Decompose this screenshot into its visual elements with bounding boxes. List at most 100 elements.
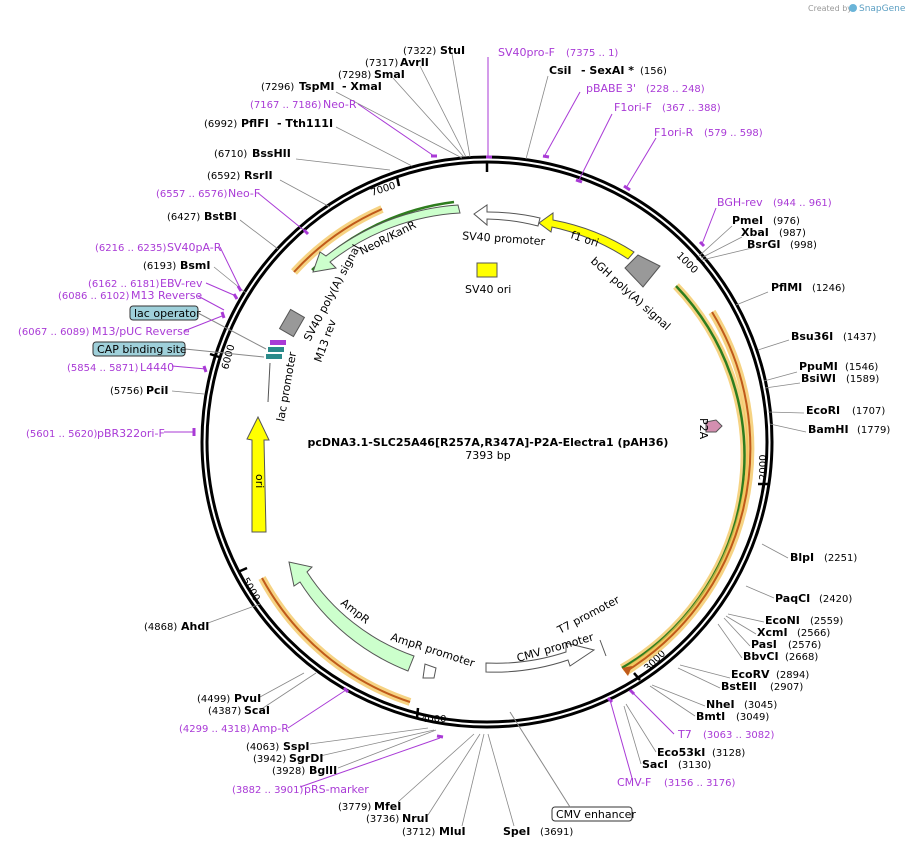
- bbvci-pos: (2668): [785, 652, 818, 663]
- sspi-name: SspI: [283, 740, 309, 753]
- ampr-primer-name: Amp-R: [252, 722, 289, 735]
- f1orir-range: (579 .. 598): [704, 128, 763, 139]
- m13-rev-bar: [270, 340, 286, 345]
- credit-brand: SnapGene: [859, 4, 906, 14]
- sv40par-name: SV40pA-R: [167, 241, 222, 254]
- stui-pos: (7322): [403, 46, 436, 57]
- lac-operator-bar: [268, 347, 284, 352]
- enzyme-labels: (7322) StuI (7317) AvrII (7298) SmaI (72…: [110, 44, 890, 838]
- bglii-name: BglII: [309, 764, 337, 777]
- sgrdi-name: SgrDI: [289, 752, 323, 765]
- pasi-pos: (2576): [788, 640, 821, 651]
- smai-pos: (7298): [338, 70, 371, 81]
- spei-pos: (3691): [540, 827, 573, 838]
- smai-name: SmaI: [374, 68, 405, 81]
- amp-orf-line: [261, 577, 411, 703]
- tick-1000: [696, 257, 705, 265]
- lac-operator-text: lac operator: [134, 307, 201, 320]
- sv40prof-range: (7375 .. 1): [566, 48, 618, 59]
- sv40-ori-box: [476, 262, 498, 278]
- cmv-enhancer-text: CMV enhancer: [556, 808, 636, 821]
- pflmi-pos: (1246): [812, 283, 845, 294]
- sv40par-range: (6216 .. 6235): [95, 243, 167, 254]
- lac-operator-leader: [197, 312, 267, 350]
- f1orir-name: F1ori-R: [654, 126, 694, 139]
- spei-name: SpeI: [503, 825, 530, 838]
- tspmi-name: TspMI: [299, 80, 335, 93]
- ppumi-name: PpuMI: [799, 360, 838, 373]
- bstbi-name: BstBI: [204, 210, 237, 223]
- xbai-name: XbaI: [741, 226, 769, 239]
- bamhi-pos: (1779): [857, 425, 890, 436]
- bsrgi-name: BsrGI: [747, 238, 780, 251]
- bamhi-name: BamHI: [808, 423, 849, 436]
- sv40-promoter-label: SV40 promoter: [462, 229, 546, 248]
- f1orif-range: (367 .. 388): [662, 103, 721, 114]
- ahdi-name: AhdI: [181, 620, 209, 633]
- bsshii-pos: (6710): [214, 149, 247, 160]
- tick-label-4000: 4000: [421, 714, 446, 725]
- bsu36i-pos: (1437): [843, 332, 876, 343]
- csii-pos: (156): [640, 66, 667, 77]
- eco53ki-pos: (3128): [712, 748, 745, 759]
- tick-label-2000: 2000: [758, 455, 769, 480]
- cap-site-leader: [184, 348, 265, 358]
- bsiwi-pos: (1589): [846, 374, 879, 385]
- saci-name: SacI: [642, 758, 668, 771]
- pvui-pos: (4499): [197, 694, 230, 705]
- t7-promoter-line: [599, 639, 607, 657]
- primer-leaders: [164, 57, 717, 788]
- pbabe3-name: pBABE 3': [586, 82, 636, 95]
- nhei-pos: (3045): [744, 700, 777, 711]
- xcmi-name: XcmI: [757, 626, 788, 639]
- ampr-range: (4299 .. 4318): [179, 724, 251, 735]
- m13puc-name: M13/pUC Reverse: [92, 325, 190, 338]
- scai-pos: (4387): [208, 706, 241, 717]
- eco53ki-name: Eco53kI: [657, 746, 705, 759]
- blpi-name: BlpI: [790, 551, 814, 564]
- f1-ori-arrow: [538, 212, 635, 260]
- pcii-pos: (5756): [110, 386, 143, 397]
- tspmi-pos: (7296): [261, 82, 294, 93]
- cap-site-text: CAP binding site: [97, 343, 187, 356]
- bsmi-name: BsmI: [180, 259, 211, 272]
- ecori-name: EcoRI: [806, 404, 840, 417]
- csii-name: CsiI: [549, 64, 571, 77]
- lac-promoter-line: [267, 362, 271, 403]
- bglii-pos: (3928): [272, 766, 305, 777]
- bsiwi-name: BsiWI: [801, 372, 836, 385]
- credit-prefix: Created by: [808, 4, 852, 13]
- bbvci-name: BbvCI: [743, 650, 779, 663]
- pvui-name: PvuI: [234, 692, 261, 705]
- bmti-name: BmtI: [696, 710, 725, 723]
- t7-range: (3063 .. 3082): [703, 730, 775, 741]
- neor-name: Neo-R: [323, 98, 357, 111]
- nhei-name: NheI: [706, 698, 735, 711]
- snapgene-credit: Created by SnapGene: [808, 4, 906, 14]
- bsu36i-name: Bsu36I: [791, 330, 833, 343]
- pbr322-name: pBR322ori-F: [97, 427, 165, 440]
- neof-name: Neo-F: [228, 187, 260, 200]
- orf-track: [258, 200, 755, 706]
- pasi-name: PasI: [751, 638, 777, 651]
- nrui-pos: (3736): [366, 814, 399, 825]
- ampr-promoter-arrow: [422, 663, 437, 679]
- econi-pos: (2559): [810, 616, 843, 627]
- mlui-name: MluI: [439, 825, 466, 838]
- pflfi-pos: (6992): [204, 119, 237, 130]
- blpi-pos: (2251): [824, 553, 857, 564]
- tick-6000: [209, 352, 220, 359]
- mfei-name: MfeI: [374, 800, 401, 813]
- bmti-pos: (3049): [736, 712, 769, 723]
- tick-5000: [237, 566, 248, 574]
- cmv-enhancer-leader: [509, 711, 571, 808]
- l4440-name: L4440: [140, 361, 174, 374]
- plasmid-length: 7393 bp: [465, 449, 510, 462]
- m13reverse-range: (6086 .. 6102): [58, 291, 130, 302]
- ebvrev-range: (6162 .. 6181): [88, 279, 160, 290]
- cmv-enhancer-box: [551, 806, 633, 822]
- ori-arrow: [246, 415, 270, 533]
- pflmi-name: PflMI: [771, 281, 802, 294]
- tick-7000: [395, 176, 401, 187]
- sv40-polya-box: [278, 308, 306, 338]
